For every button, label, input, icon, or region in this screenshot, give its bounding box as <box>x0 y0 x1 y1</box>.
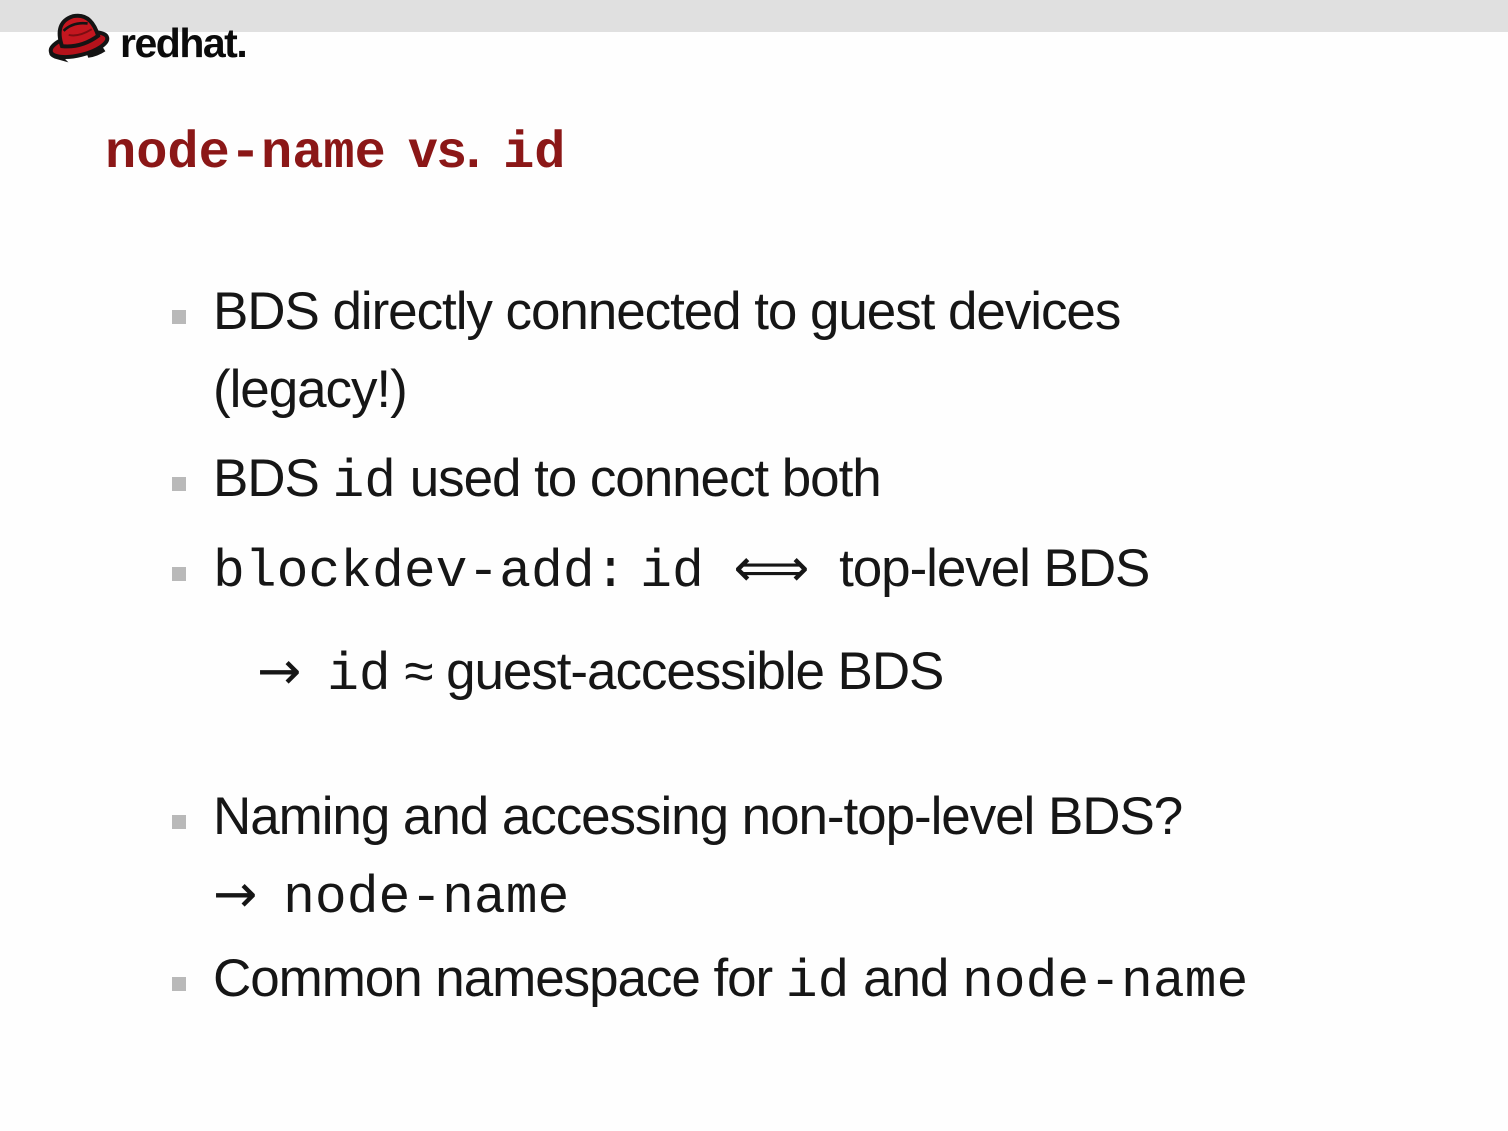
bullet-3-sub-code-id: id <box>327 645 391 705</box>
right-arrow-icon: → <box>257 641 302 702</box>
bullet-square-icon <box>172 977 186 991</box>
bullet-item-1: BDS directly connected to guest devices … <box>172 273 1121 429</box>
bullet-2-text-post: used to connect both <box>409 449 882 508</box>
bullet-5-code-id: id <box>785 952 850 1012</box>
bullet-3-code-id: id <box>640 542 704 602</box>
wordmark-hat: hat. <box>179 20 247 66</box>
title-code-node-name: node-name <box>105 124 386 183</box>
redhat-logo: redhat. <box>46 6 248 70</box>
bullet-square-icon <box>172 567 186 581</box>
bullet-item-3: blockdev-add: id ⟺ top-level BDS <box>172 530 1150 611</box>
bullet-item-4: Naming and accessing non-top-level BDS? … <box>172 778 1183 937</box>
bullet-1-line-1: BDS directly connected to guest devices <box>213 282 1121 341</box>
bullet-4-line-2: → node-name <box>213 856 1182 937</box>
bullet-item-5: Common namespace for id and node-name <box>172 940 1248 1021</box>
right-arrow-icon: → <box>213 864 258 925</box>
bullet-3-subline: → id ≈ guest-accessible BDS <box>257 633 944 714</box>
bullet-2-code-id: id <box>332 452 397 512</box>
long-double-arrow-icon: ⟺ <box>733 538 810 599</box>
bullet-5-code-node-name: node-name <box>962 952 1249 1012</box>
bullet-3-code-blockdev-add: blockdev-add: <box>213 542 627 602</box>
bullet-square-icon <box>172 477 186 491</box>
slide-title: node-name vs. id <box>105 118 565 186</box>
bullet-5-text-mid: and <box>863 949 949 1008</box>
bullet-3-sub-text: ≈ guest-accessible BDS <box>404 642 944 701</box>
bullet-3-text-post: top-level BDS <box>839 539 1150 598</box>
bullet-1-line-2: (legacy!) <box>213 360 408 419</box>
wordmark-red: red <box>120 20 181 66</box>
title-code-id: id <box>503 124 566 183</box>
bullet-square-icon <box>172 310 186 324</box>
bullet-5-text: Common namespace for <box>213 949 773 1008</box>
redhat-fedora-icon <box>48 13 110 63</box>
header-bar <box>0 0 1508 32</box>
bullet-4-line-1: Naming and accessing non-top-level BDS? <box>213 787 1183 846</box>
bullet-square-icon <box>172 815 186 829</box>
redhat-wordmark: redhat. <box>120 20 248 70</box>
bullet-2-text: BDS <box>213 449 320 508</box>
bullet-item-2: BDS id used to connect both <box>172 440 882 521</box>
bullet-4-code-node-name: node-name <box>283 868 570 928</box>
title-vs: vs. <box>408 121 481 179</box>
